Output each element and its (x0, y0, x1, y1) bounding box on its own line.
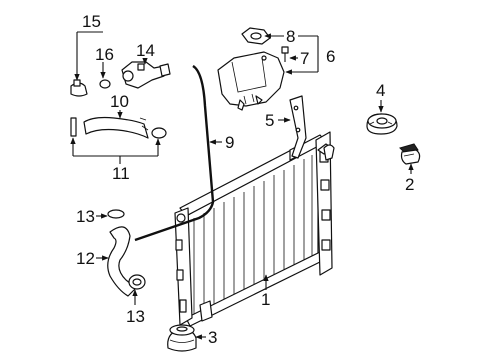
coolant-reservoir (217, 51, 285, 111)
callout-10: 10 (110, 92, 129, 111)
coolant-sensor (399, 143, 421, 165)
reservoir-bolt (281, 46, 289, 62)
callout-14: 14 (136, 41, 155, 60)
callout-1: 1 (261, 290, 270, 309)
callout-15: 15 (82, 12, 101, 31)
callout-3: 3 (208, 328, 217, 347)
callout-6: 6 (326, 47, 335, 66)
callout-4: 4 (376, 81, 385, 100)
callout-9: 9 (225, 133, 234, 152)
callout-7: 7 (300, 49, 309, 68)
leader-lines (70, 31, 414, 340)
callout-12: 12 (76, 249, 95, 268)
callout-2: 2 (405, 175, 414, 194)
thermostat-housing (121, 61, 171, 89)
mount-cushion (167, 324, 197, 352)
callout-8: 8 (286, 27, 295, 46)
callout-13-top: 13 (76, 207, 95, 226)
radiator (174, 131, 335, 327)
upper-hose (83, 116, 149, 139)
callout-11: 11 (112, 164, 130, 183)
o-ring (99, 79, 111, 89)
bleeder-fitting (70, 79, 88, 97)
callout-16: 16 (95, 45, 114, 64)
callout-5: 5 (265, 111, 274, 130)
lower-hose-clamp-bottom (128, 274, 146, 290)
callout-13-bottom: 13 (126, 307, 145, 326)
hose-clamp-left (70, 117, 77, 137)
radiator-cap (366, 113, 398, 135)
lower-hose-clamp-top (107, 209, 125, 219)
reservoir-cap (241, 27, 271, 45)
hose-clamp-right (151, 127, 167, 139)
reservoir-bracket (289, 95, 307, 159)
